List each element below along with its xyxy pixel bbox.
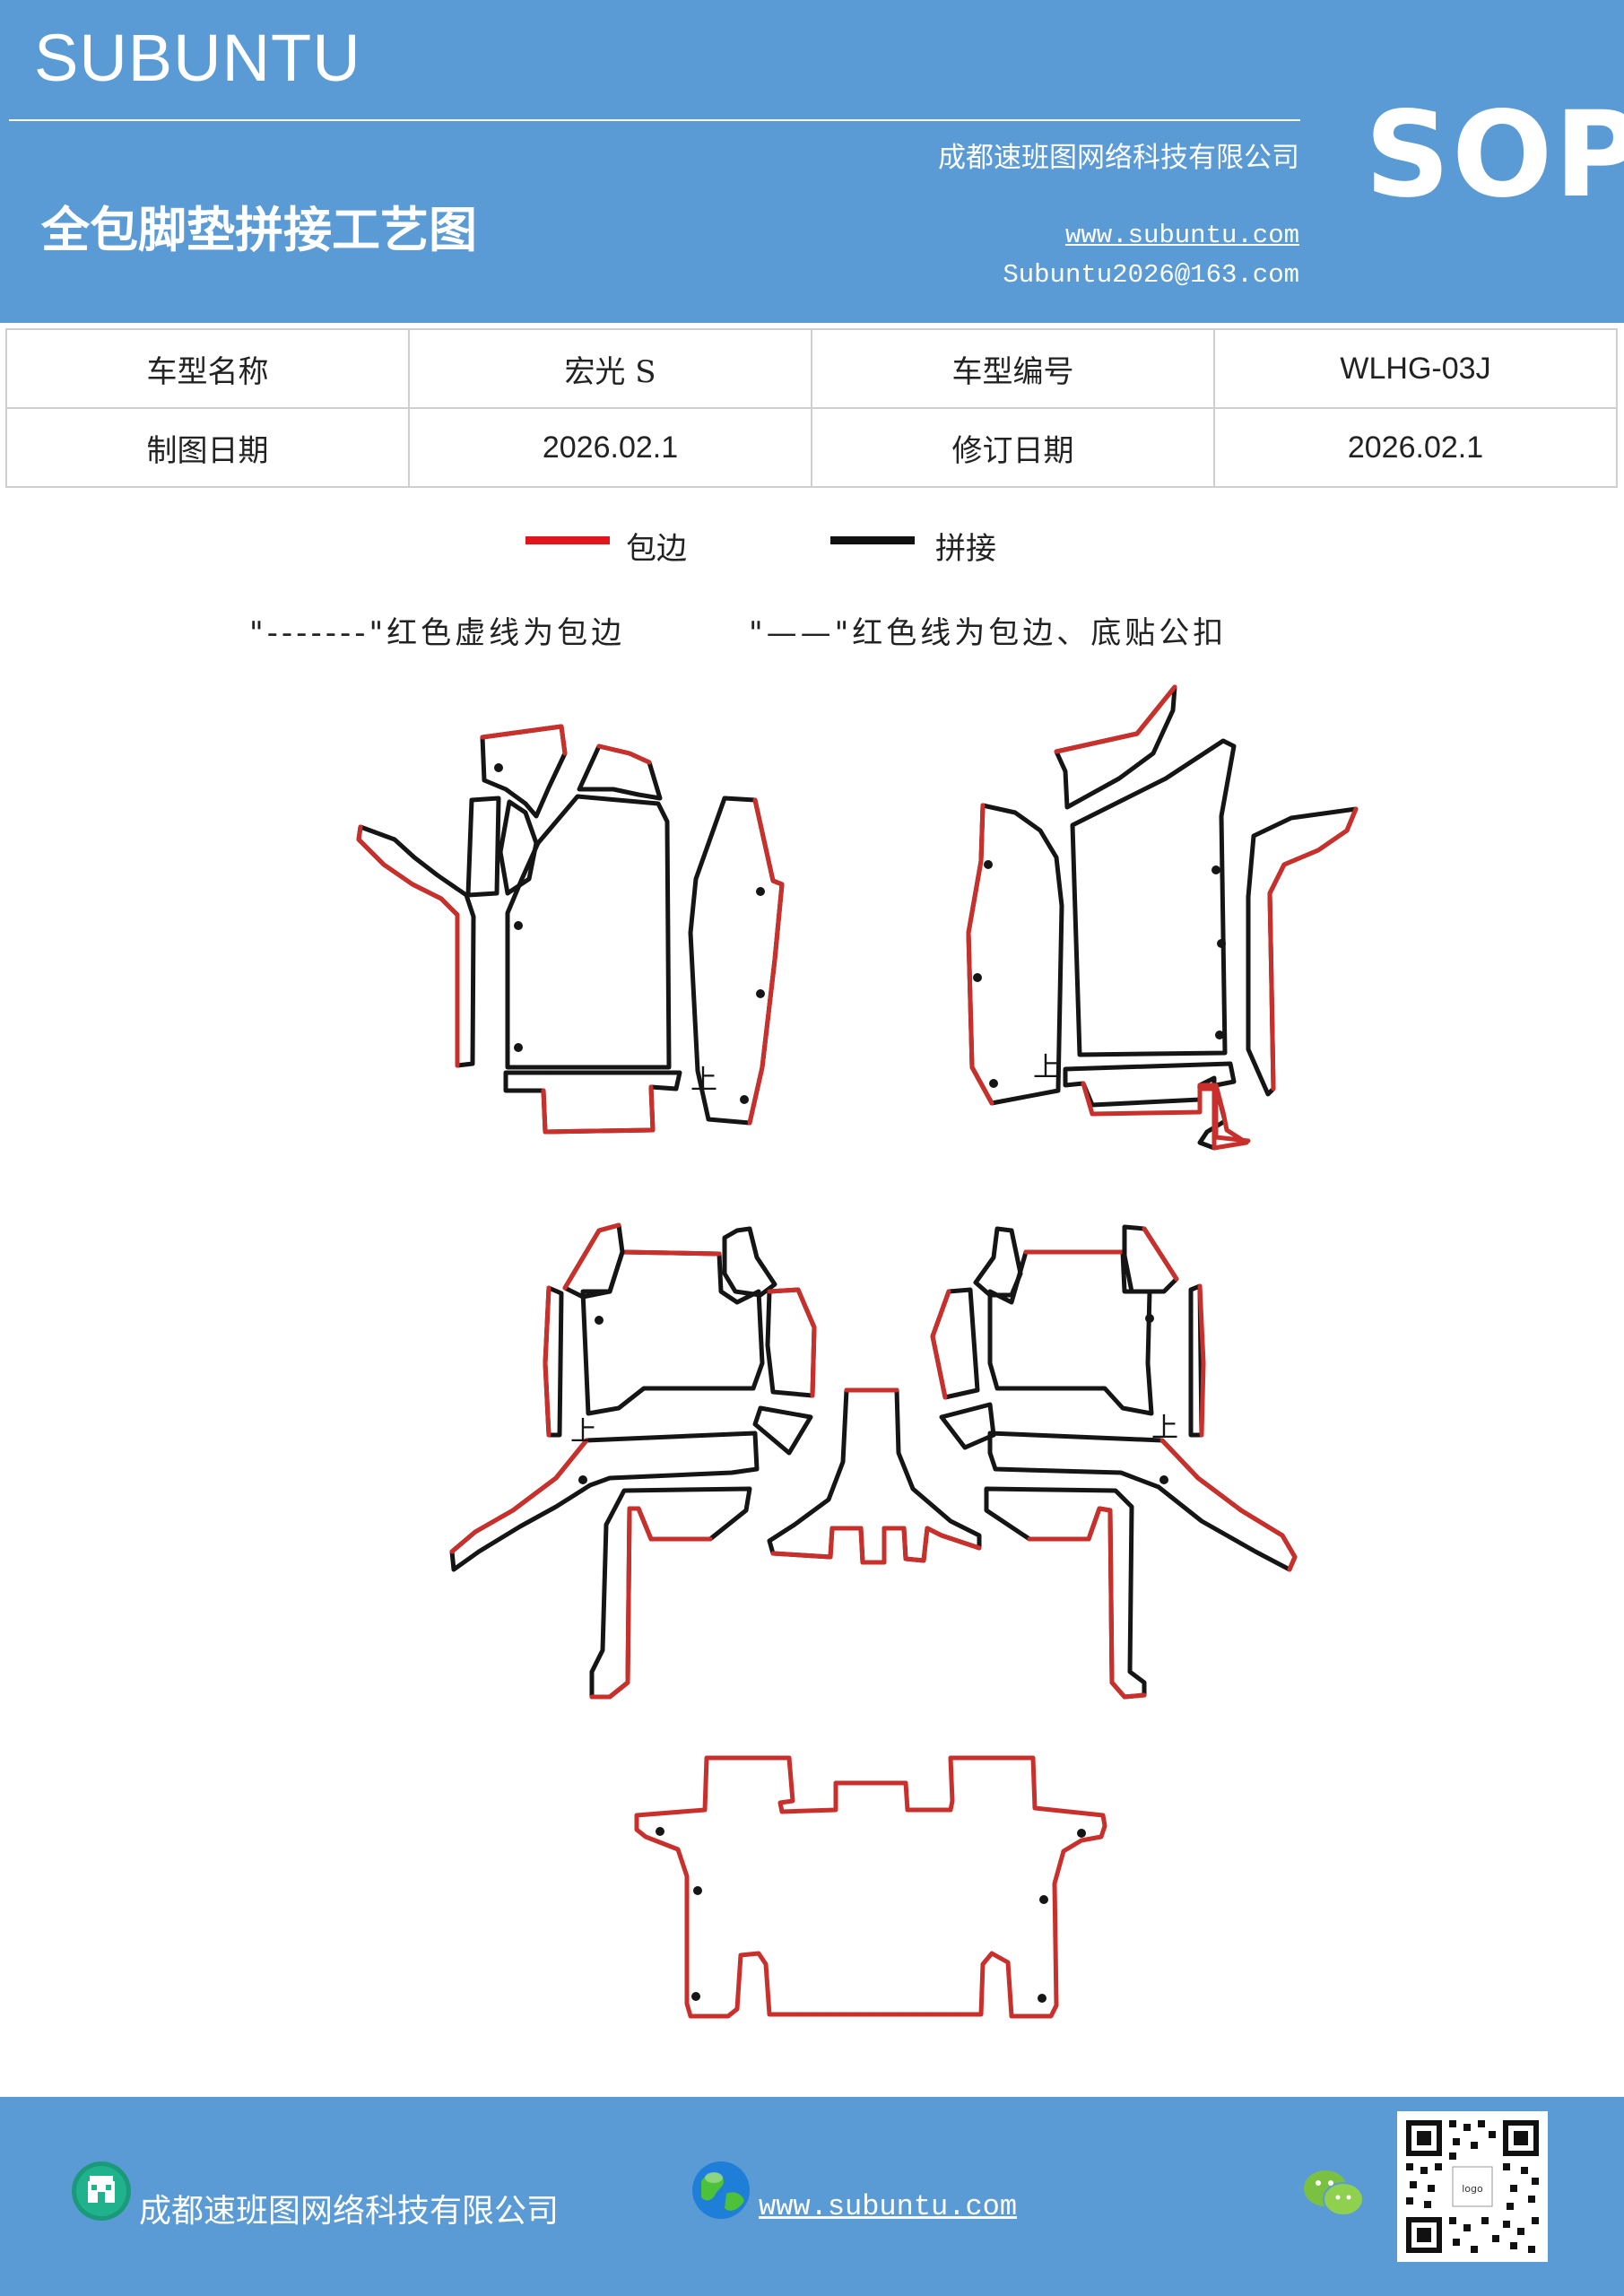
mat-piece-r-wing [1246,806,1359,1097]
marker-dot [1159,1475,1168,1484]
mat-piece-r-main [1070,738,1237,1057]
header-company: 成都速班图网络科技有限公司 [938,142,1299,174]
marker-dot [691,1992,700,2001]
mat-piece-r-left-strip-edge [966,803,994,1106]
mat-piece-mid-r-side-edge [1197,1283,1206,1438]
mat-piece-top-tab [577,744,663,801]
mat-piece-top-tab-edge [596,744,652,765]
marker-dot [578,1475,587,1484]
mat-piece-mid-l-main [580,1249,765,1416]
table-cell-value: 宏光 S [408,328,812,409]
mat-piece-mid-r-left [930,1287,980,1400]
mat-piece-mid-r-arm [987,1431,1298,1572]
svg-text:logo: logo [1462,2183,1483,2195]
marker-dot [1077,1829,1086,1838]
marker-dot [494,763,503,772]
sop-badge: SOP [1365,86,1624,224]
table-cell-label: 车型编号 [811,328,1215,409]
mat-piece-r-wing-edge [1267,806,1359,1091]
mat-piece-small-left [465,796,501,898]
table-cell-value: 2026.02.1 [408,407,812,488]
mat-piece-mid-r-tri [939,1402,996,1450]
mat-piece-small-middle [498,799,539,896]
globe-icon [692,2161,750,2219]
mat-piece-mid-l-tri [752,1405,813,1456]
wechat-icon [1304,2170,1364,2216]
marker-dot [514,1043,523,1052]
legend-black-label: 拼接 [935,531,996,567]
legend-black-swatch [830,536,915,544]
header-website-link[interactable]: www.subuntu.com [1064,221,1299,250]
mat-piece-mid-r-arm-edge [1159,1438,1298,1572]
up-marker: 上 [1151,1413,1178,1444]
mat-piece-r-tail [1197,1083,1249,1151]
note-solid-line: "——"红色线为包边、底贴公扣 [749,615,1228,651]
page-title: 全包脚垫拼接工艺图 [41,201,477,258]
brand-logo-text: SUBUNTU [34,21,361,95]
marker-dot [1217,939,1226,948]
marker-dot [1038,1994,1046,2003]
footer-company: 成都速班图网络科技有限公司 [139,2193,560,2230]
note-dashed-line: "-------"红色虚线为包边 [249,615,626,651]
marker-dot [973,973,982,982]
mat-piece-mid-r-leg [984,1486,1147,1700]
mat-piece-mid-r-tab [973,1226,1023,1298]
qr-code-icon: logo [1397,2111,1548,2262]
marker-dot [1211,865,1220,874]
table-cell-value: 2026.02.1 [1213,407,1618,488]
mat-piece-driver-bottom-edge [541,1084,656,1135]
mat-piece-right-strip-edge [747,797,785,1126]
marker-dot [740,1095,749,1104]
mat-piece-top-flap [480,724,568,819]
up-marker: 上 [570,1416,597,1448]
marker-dot [514,921,523,930]
mat-piece-mid-l-right-edge [767,1287,817,1398]
mat-piece-left-wing-edge [356,824,460,1068]
marker-dot [1039,1895,1048,1904]
table-cell-label: 修订日期 [811,407,1215,488]
mat-piece-r-top-flap-edge [1054,684,1177,754]
marker-dot [756,989,765,998]
table-cell-value: WLHG-03J [1213,328,1618,409]
mat-piece-driver-main [505,794,672,1070]
mat-piece-mid-l-leg [589,1486,752,1700]
footer-website-link[interactable]: www.subuntu.com [759,2190,1018,2223]
building-icon [72,2161,131,2221]
floor-mat-diagram: 上 上 上 上 [356,684,1359,2019]
mat-piece-mid-r-tab2-edge [1142,1226,1179,1282]
mat-piece-mid-l-arm-edge [449,1438,589,1554]
mat-piece-mid-r-leg-edge [1027,1506,1147,1700]
mat-piece-mid-r-main [987,1249,1154,1416]
footer-banner: 成都速班图网络科技有限公司 www.subuntu.com [0,2097,1624,2296]
mat-piece-mid-r-left-edge [930,1289,951,1400]
marker-dot [756,887,765,896]
mat-piece-tunnel-edge [770,1387,982,1565]
mat-piece-mid-l-main-edge [620,1249,722,1257]
vehicle-info-table: 车型名称 宏光 S 车型编号 WLHG-03J 制图日期 2026.02.1 修… [5,328,1618,488]
marker-dot [1145,1314,1154,1323]
mat-piece-mid-l-tab2 [722,1226,777,1298]
table-cell-label: 车型名称 [5,328,410,409]
header-email[interactable]: Subuntu2026@163.com [1003,260,1299,290]
table-row: 制图日期 2026.02.1 修订日期 2026.02.1 [5,407,1618,488]
marker-dot [656,1827,664,1836]
table-cell-label: 制图日期 [5,407,410,488]
mat-piece-top-flap-edge [480,724,568,756]
up-marker: 上 [1033,1052,1060,1083]
marker-dot [984,860,993,869]
header-banner: SUBUNTU 全包脚垫拼接工艺图 成都速班图网络科技有限公司 www.subu… [0,0,1624,323]
marker-dot [595,1316,604,1325]
mat-piece-rear [634,1755,1107,2019]
header-divider [9,119,1300,121]
legend-red-swatch [525,536,610,544]
marker-dot [1215,1031,1224,1039]
marker-dot [989,1079,998,1088]
mat-piece-mid-l-tab-edge [562,1222,621,1291]
mat-piece-mid-l-side-edge [543,1285,551,1438]
table-row: 车型名称 宏光 S 车型编号 WLHG-03J [5,328,1618,409]
marker-dot [693,1886,702,1895]
up-marker: 上 [690,1065,717,1096]
mat-piece-mid-l-leg-edge [589,1506,713,1700]
legend-red-label: 包边 [626,531,687,567]
